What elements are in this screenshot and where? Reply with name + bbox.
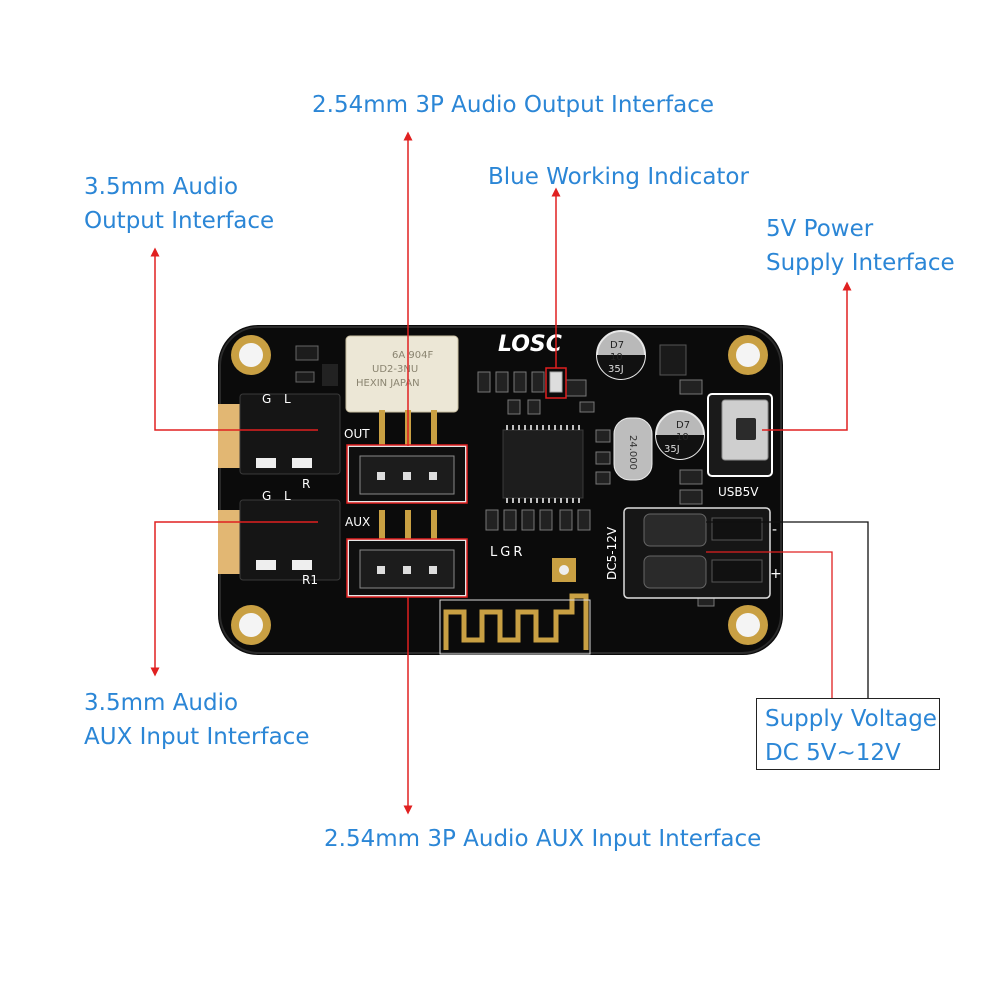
label-supply-voltage: Supply Voltage DC 5V~12V	[765, 706, 937, 766]
connector-3p-output	[346, 444, 468, 504]
mounting-hole-bottom-left	[231, 605, 271, 645]
relay-marking-1: 6A 904F	[392, 350, 433, 361]
relay-marking-2: UD2-3NU	[372, 364, 418, 375]
mounting-hole-top-left	[231, 335, 271, 375]
mounting-hole-bottom-right	[728, 605, 768, 645]
capacitor-2: D7 10 35J	[655, 410, 705, 460]
mounting-hole-top-right	[728, 335, 768, 375]
silk-out: OUT	[344, 427, 370, 441]
jack-output	[218, 393, 341, 475]
label-3p-audio-output: 2.54mm 3P Audio Output Interface	[312, 92, 715, 118]
relay-marking-3: HEXIN JAPAN	[356, 378, 420, 389]
relay: 6A 904F UD2-3NU HEXIN JAPAN	[345, 335, 459, 413]
silk-r-out: R	[302, 477, 310, 491]
silk-lgr: LGR	[490, 545, 525, 560]
connector-3p-aux	[346, 538, 468, 598]
silk-usb5v: USB5V	[718, 485, 759, 499]
arrow-supply-voltage	[706, 521, 869, 698]
silk-minus: -	[772, 522, 777, 538]
silk-g-out: G	[262, 392, 271, 406]
supply-voltage-box: Supply Voltage DC 5V~12V	[756, 698, 940, 770]
arrow-jack-output	[150, 247, 318, 431]
capacitor-2-marking-1: D7	[676, 420, 690, 431]
capacitor-1: D7 10 35J	[596, 330, 646, 380]
capacitor-1-marking-3: 35J	[608, 364, 624, 375]
capacitor-2-marking-2: 10	[676, 432, 689, 443]
capacitor-1-marking-1: D7	[610, 340, 624, 351]
smd-components	[295, 344, 715, 607]
silk-g-aux: G	[262, 489, 271, 503]
jack-aux	[218, 499, 341, 581]
label-jack-aux-input: 3.5mm Audio AUX Input Interface	[84, 690, 310, 750]
silk-l-out: L	[284, 392, 291, 406]
arrow-jack-aux	[150, 521, 318, 677]
bluetooth-chip	[502, 425, 584, 503]
antenna-feed-point	[559, 565, 569, 575]
label-blue-working-indicator: Blue Working Indicator	[488, 164, 749, 190]
silk-l-aux: L	[284, 489, 291, 503]
header-pins-aux	[379, 510, 437, 540]
capacitor-1-marking-2: 10	[610, 352, 623, 363]
pcb-antenna	[443, 593, 589, 650]
micro-usb-port	[707, 393, 773, 477]
silk-plus: +	[770, 566, 782, 582]
power-terminal	[623, 507, 771, 599]
crystal-marking: 24.000	[627, 435, 638, 470]
capacitor-2-marking-3: 35J	[664, 444, 680, 455]
label-3p-aux-input: 2.54mm 3P Audio AUX Input Interface	[324, 826, 762, 852]
label-5v-power-supply: 5V Power Supply Interface	[766, 216, 955, 276]
crystal-oscillator: 24.000	[613, 417, 653, 481]
board-logo: LOSC	[498, 332, 562, 357]
silk-r1-aux: R1	[302, 573, 318, 587]
label-jack-output: 3.5mm Audio Output Interface	[84, 174, 275, 234]
arrow-5v-power	[762, 281, 852, 431]
silk-dc5-12v: DC5-12V	[605, 526, 619, 580]
silk-aux: AUX	[345, 515, 370, 529]
